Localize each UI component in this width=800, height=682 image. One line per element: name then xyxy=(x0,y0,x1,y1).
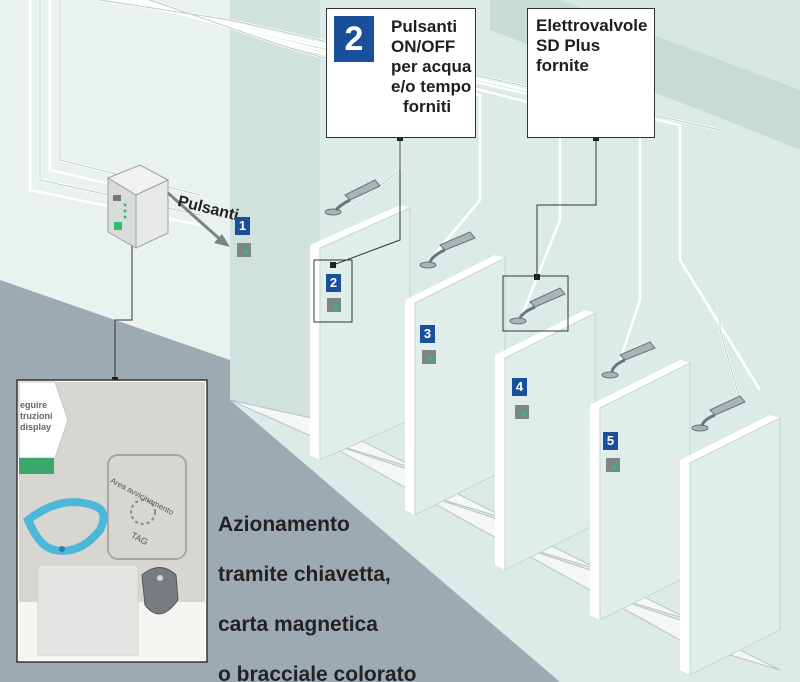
wall-buttons xyxy=(237,243,620,472)
caption-line: o bracciale colorato xyxy=(218,663,417,682)
caption-line: Azionamento xyxy=(218,513,350,536)
caption-line: carta magnetica xyxy=(218,613,378,636)
inset-sign-line: eguire xyxy=(20,400,48,410)
control-box xyxy=(106,164,170,249)
shower-head-1 xyxy=(324,179,381,216)
push-button-4 xyxy=(515,405,529,419)
callout-buttons-line: Pulsanti xyxy=(391,17,458,36)
shower-head-5 xyxy=(691,395,746,432)
shower-head-2 xyxy=(419,231,476,269)
shower-head-3 xyxy=(509,287,566,325)
inset-panel xyxy=(16,379,208,663)
callout-buttons-title: Pulsanti ON/OFF per acqua e/o tempo forn… xyxy=(391,17,477,117)
callout-valves-line: Elettrovalvole xyxy=(536,16,648,35)
callout-buttons-line: forniti xyxy=(403,97,452,116)
shower-heads xyxy=(324,179,746,432)
partitions xyxy=(310,205,781,676)
highlight-box-button xyxy=(313,259,353,323)
inset-sign-line: truzioni xyxy=(20,411,53,421)
callout-valves: Elettrovalvole SD Plus fornite xyxy=(527,8,655,138)
corner-column xyxy=(230,0,320,420)
callout-buttons-line: e/o tempo xyxy=(391,77,472,96)
inset-sign-text: eguire truzioni display xyxy=(20,400,53,433)
stall-number-badge: 2 xyxy=(326,274,341,292)
leader-lines xyxy=(114,138,597,380)
push-button-2 xyxy=(327,298,341,312)
stall-number-badge: 3 xyxy=(420,325,435,343)
callout-valves-line: SD Plus xyxy=(536,36,601,55)
callout-buttons-badge: 2 xyxy=(334,16,374,62)
shower-head-4 xyxy=(601,341,656,379)
stall-number-badge: 4 xyxy=(512,378,527,396)
callout-buttons: 2 Pulsanti ON/OFF per acqua e/o tempo fo… xyxy=(326,8,476,138)
callout-valves-title: Elettrovalvole SD Plus fornite xyxy=(536,16,654,76)
push-button-1 xyxy=(237,243,251,257)
callout-buttons-line: ON/OFF xyxy=(391,37,456,56)
callout-valves-line: fornite xyxy=(536,56,589,75)
callout-buttons-line: per acqua xyxy=(391,57,472,76)
stall-number-badge: 5 xyxy=(603,432,618,450)
stall-number-badge: 1 xyxy=(235,217,250,235)
pulsanti-arrow xyxy=(167,191,230,247)
inset-sign-line: display xyxy=(20,422,52,432)
caption: Azionamento tramite chiavetta, carta mag… xyxy=(218,487,416,682)
push-button-3 xyxy=(422,350,436,364)
push-button-5 xyxy=(606,458,620,472)
caption-line: tramite chiavetta, xyxy=(218,563,391,586)
